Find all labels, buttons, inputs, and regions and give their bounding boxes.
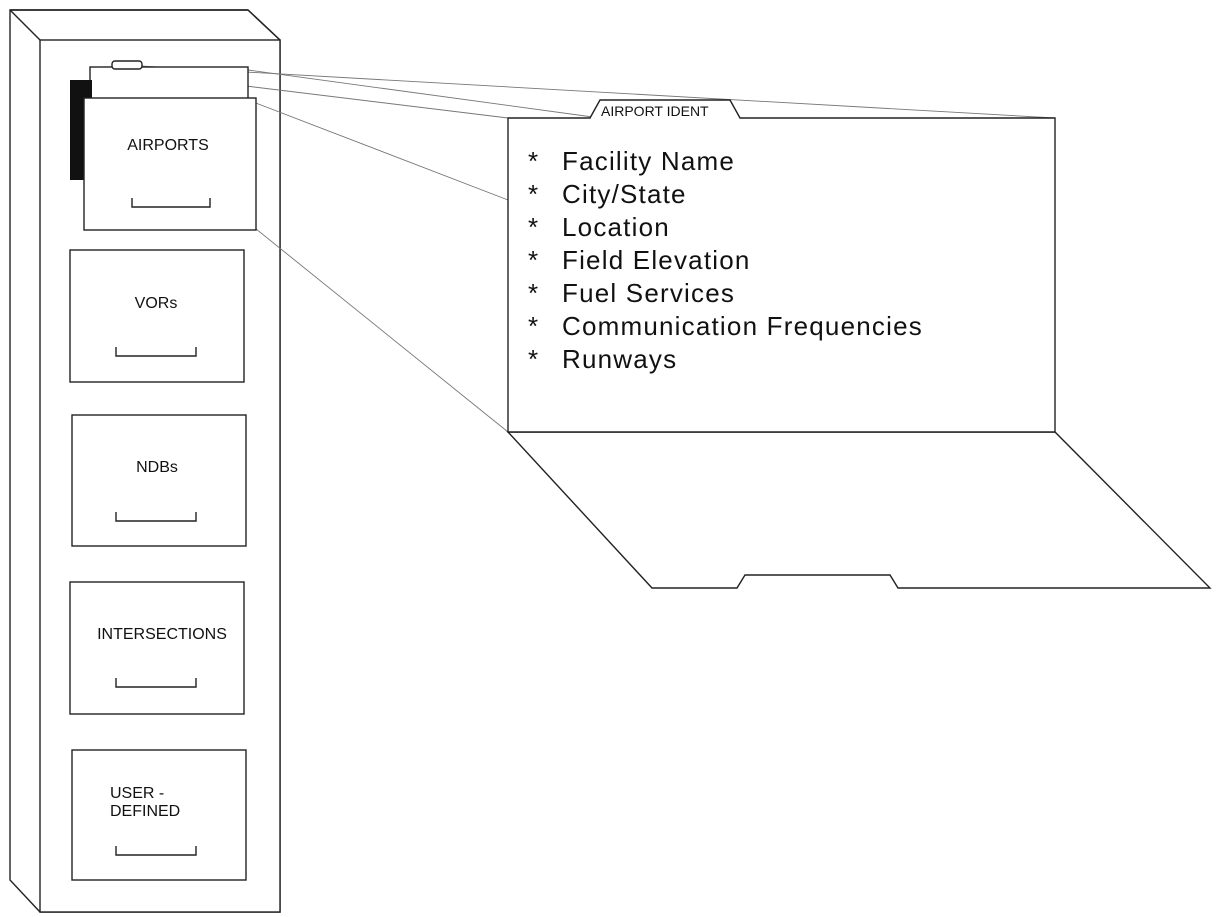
- drawer-front: [71, 749, 247, 881]
- drawer-label: AIRPORTS: [127, 137, 209, 154]
- field-item: Location: [562, 212, 670, 242]
- leader-line: [247, 69, 601, 119]
- drawer-handle[interactable]: [115, 846, 197, 856]
- field-bullet: *: [528, 344, 539, 374]
- drawer-handle[interactable]: [131, 198, 211, 208]
- drawer-handle[interactable]: [115, 347, 197, 357]
- card-bottom-flap: [506, 431, 1212, 589]
- leader-lines: [89, 65, 1056, 433]
- drawer-vors[interactable]: VORs: [69, 249, 245, 383]
- drawer-ndbs[interactable]: NDBs: [71, 414, 247, 547]
- cabinet-top-right-edge: [247, 9, 281, 41]
- cabinet-edge: [9, 9, 41, 41]
- field-bullet: *: [528, 278, 539, 308]
- drawer-label-line-2: DEFINED: [110, 803, 180, 820]
- drawer-intersections[interactable]: INTERSECTIONS: [69, 581, 245, 715]
- drawer-front: [69, 249, 245, 383]
- drawer-front: [69, 581, 245, 715]
- field-bullet: *: [528, 179, 539, 209]
- drawer-label: INTERSECTIONS: [97, 626, 227, 643]
- field-bullet: *: [528, 212, 539, 242]
- field-item: City/State: [562, 179, 687, 209]
- field-item: Facility Name: [562, 146, 735, 176]
- drawer-user-defined[interactable]: USER - DEFINED: [71, 749, 247, 881]
- drawer-handle[interactable]: [115, 678, 197, 688]
- leader-line: [139, 65, 1056, 119]
- folder-tab: [111, 60, 143, 70]
- field-list: * Facility Name * City/State * Location …: [528, 146, 923, 374]
- field-bullet: *: [528, 311, 539, 341]
- drawer-label: NDBs: [136, 459, 178, 476]
- drawer-handle[interactable]: [115, 512, 197, 522]
- field-bullet: *: [528, 146, 539, 176]
- drawer-label: VORs: [135, 295, 178, 312]
- field-item: Field Elevation: [562, 245, 751, 275]
- drawer-airports[interactable]: AIRPORTS: [83, 97, 257, 231]
- record-card: AIRPORT IDENT * Facility Name * City/Sta…: [506, 99, 1212, 589]
- field-item: Fuel Services: [562, 278, 735, 308]
- card-tab-label: AIRPORT IDENT: [601, 103, 709, 119]
- drawer-front: [71, 414, 247, 547]
- card-face: [507, 99, 1056, 433]
- drawer-front: [83, 97, 257, 231]
- field-bullet: *: [528, 245, 539, 275]
- field-item: Runways: [562, 344, 677, 374]
- field-item: Communication Frequencies: [562, 311, 923, 341]
- drawer-label-line-1: USER -: [110, 785, 164, 802]
- leader-line: [247, 99, 509, 201]
